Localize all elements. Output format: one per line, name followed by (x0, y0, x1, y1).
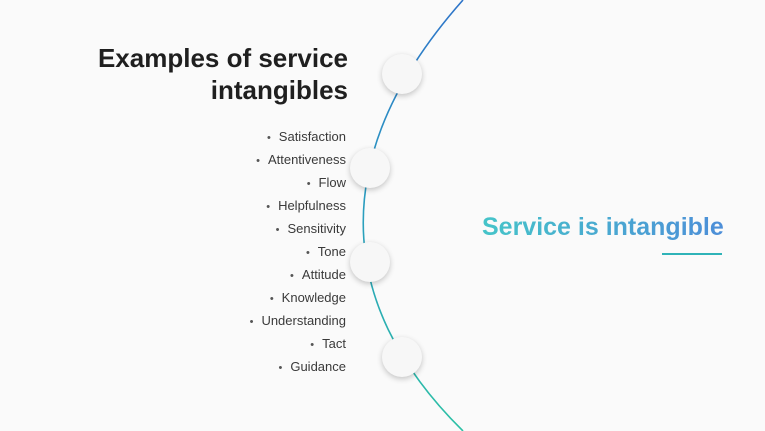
bullet-icon: • (305, 247, 310, 259)
list-item: • Knowledge (250, 286, 346, 309)
page-title: Examples of service intangibles (48, 42, 348, 106)
timeline-node (382, 54, 422, 94)
timeline-node (350, 148, 390, 188)
list-item: • Attentiveness (250, 148, 346, 171)
list-item-label: Flow (318, 175, 346, 190)
bullet-icon: • (278, 362, 283, 374)
bullet-icon: • (249, 316, 254, 328)
list-item-label: Understanding (261, 313, 346, 328)
bullet-icon: • (256, 155, 260, 167)
list-item: • Guidance (250, 355, 346, 378)
timeline-node (382, 337, 422, 377)
list-item-label: Guidance (290, 359, 346, 374)
tagline-underline (662, 253, 722, 255)
bullet-icon: • (306, 178, 311, 190)
bullet-icon: • (266, 201, 271, 213)
list-item: • Tone (250, 240, 346, 263)
intangibles-list: • Satisfaction • Attentiveness • Flow • Help… (250, 125, 346, 378)
list-item-label: Knowledge (281, 290, 346, 305)
list-item-label: Tone (317, 244, 346, 259)
bullet-icon: • (310, 339, 315, 351)
bullet-icon: • (275, 224, 280, 236)
bullet-icon: • (266, 132, 271, 144)
list-item: • Understanding (250, 309, 346, 332)
list-item: • Sensitivity (250, 217, 346, 240)
bullet-icon: • (269, 293, 274, 305)
list-item-label: Helpfulness (278, 198, 346, 213)
list-item: • Attitude (250, 263, 346, 286)
tagline: Service is intangible (482, 213, 724, 241)
list-item: • Helpfulness (250, 194, 346, 217)
list-item-label: Tact (322, 336, 346, 351)
page-title-line1: Examples of service (97, 43, 348, 73)
list-item-label: Attitude (301, 267, 346, 282)
bullet-icon: • (290, 270, 294, 282)
list-item: • Tact (250, 332, 346, 355)
list-item-label: Attentiveness (267, 152, 346, 167)
timeline-node (350, 242, 390, 282)
list-item: • Flow (250, 171, 346, 194)
page-title-line2: intangibles (210, 75, 348, 105)
list-item-label: Sensitivity (287, 221, 346, 236)
list-item-label: Satisfaction (278, 129, 346, 144)
list-item: • Satisfaction (250, 125, 346, 148)
